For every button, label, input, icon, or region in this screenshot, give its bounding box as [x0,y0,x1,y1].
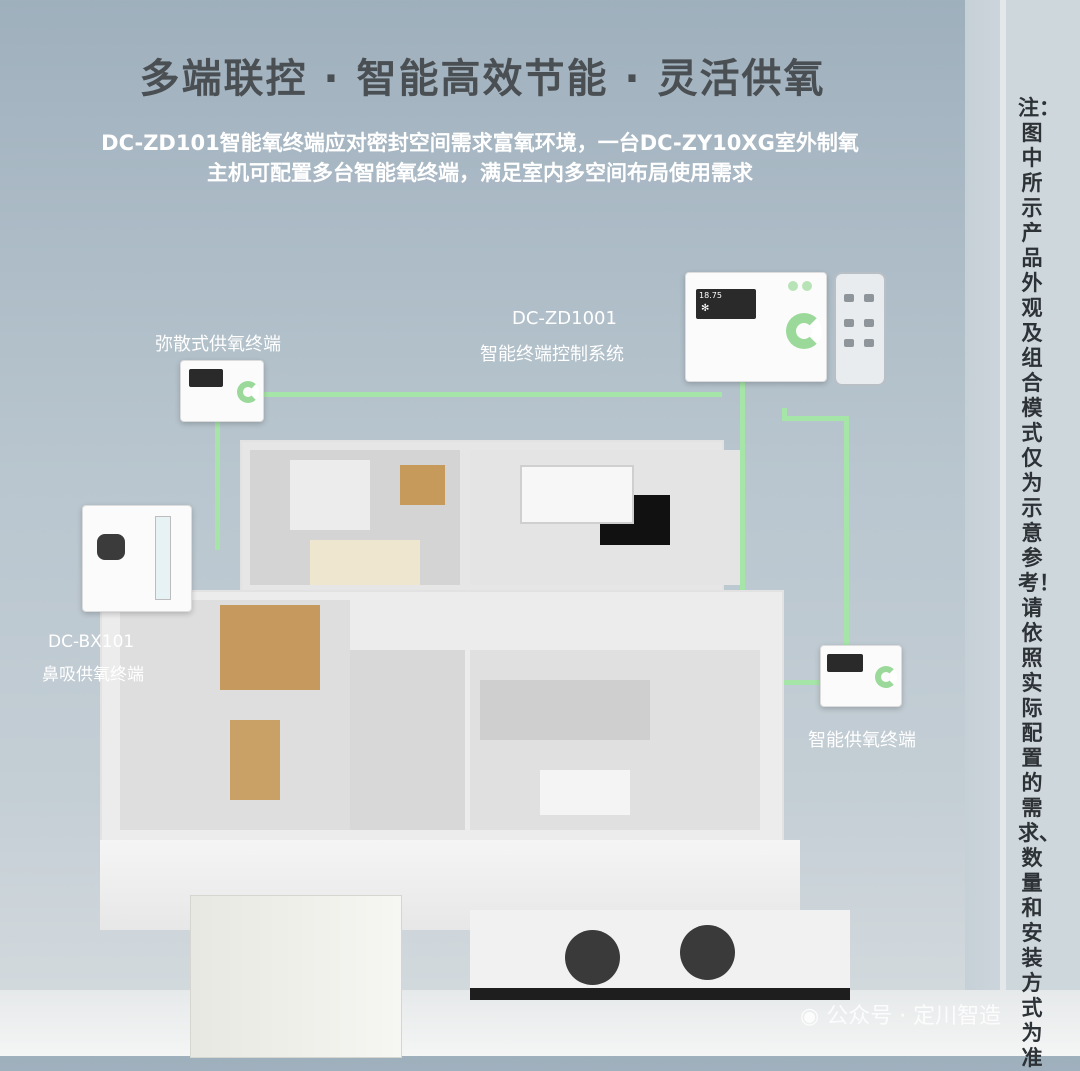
bookshelf [220,605,320,690]
desk [230,720,280,800]
nasal-terminal-device [82,505,192,612]
diffuse-terminal-label: 弥散式供氧终端 [155,334,281,355]
device-screen: 18.75 ✻ [696,289,756,319]
balcony-railing [470,988,850,1000]
diffuse-terminal-device [180,360,264,422]
background-door [1000,0,1080,1000]
connection-line [782,408,787,420]
page-title: 多端联控 · 智能高效节能 · 灵活供氧 [139,56,826,102]
nasal-name-label: 鼻吸供氧终端 [42,665,144,685]
smart-terminal-label: 智能供氧终端 [808,730,916,751]
smart-terminal-device [820,645,902,707]
bed [310,540,420,585]
remote-button [864,339,874,347]
remote-button [844,294,854,302]
watermark-text: 公众号 · 定川智造 [826,1004,1002,1029]
device-screen [827,654,863,672]
wardrobe [290,460,370,530]
remote-control [834,272,886,386]
study-room [120,600,350,830]
window [520,465,634,524]
dining-table [540,770,630,815]
device-logo-ring [875,666,897,688]
display-value: 18.75 [699,291,722,300]
balcony-chair [565,930,620,985]
page-subtitle: DC-ZD101智能氧终端应对密封空间需求富氧环境，一台DC-ZY10XG室外制… [40,128,920,188]
connection-line [215,420,220,550]
device-indicator [788,281,798,291]
connection-line [844,416,849,646]
kitchen [470,650,760,830]
device-screen [189,369,223,387]
connection-line [260,392,722,397]
device-indicator [802,281,812,291]
device-logo-ring [786,313,822,349]
background-floor [0,990,1080,1056]
bathroom [350,650,465,830]
nasal-model-label: DC-BX101 [48,632,135,652]
control-system-device: 18.75 ✻ [685,272,827,382]
house-cutaway [100,440,860,1000]
device-logo-ring [237,381,259,403]
disclaimer-note: 注：图中所示产品外观及组合模式仅为示意参考！请依照实际配置的需求、数量和安装方式… [1018,96,1060,1070]
subtitle-line-2: 主机可配置多台智能氧终端，满足室内多空间布局使用需求 [207,161,753,185]
picture-frame [400,465,445,505]
remote-button [864,319,874,327]
connection-line [782,416,848,421]
wechat-icon: ◉ [800,1004,820,1029]
connection-line [740,380,745,590]
living-room [470,450,740,585]
remote-button [864,294,874,302]
fan-icon: ✻ [701,303,710,314]
control-name-label: 智能终端控制系统 [480,344,624,365]
kitchen-counter [480,680,650,740]
control-model-label: DC-ZD1001 [512,308,617,329]
watermark: ◉ 公众号 · 定川智造 [800,998,1001,1030]
balcony [470,910,850,1000]
outdoor-oxygen-unit [190,895,402,1058]
remote-button [844,319,854,327]
nasal-mask [97,534,125,560]
balcony-chair [680,925,735,980]
remote-button [844,339,854,347]
flow-meter [155,516,171,600]
bedroom [250,450,460,585]
subtitle-line-1: DC-ZD101智能氧终端应对密封空间需求富氧环境，一台DC-ZY10XG室外制… [101,131,859,155]
